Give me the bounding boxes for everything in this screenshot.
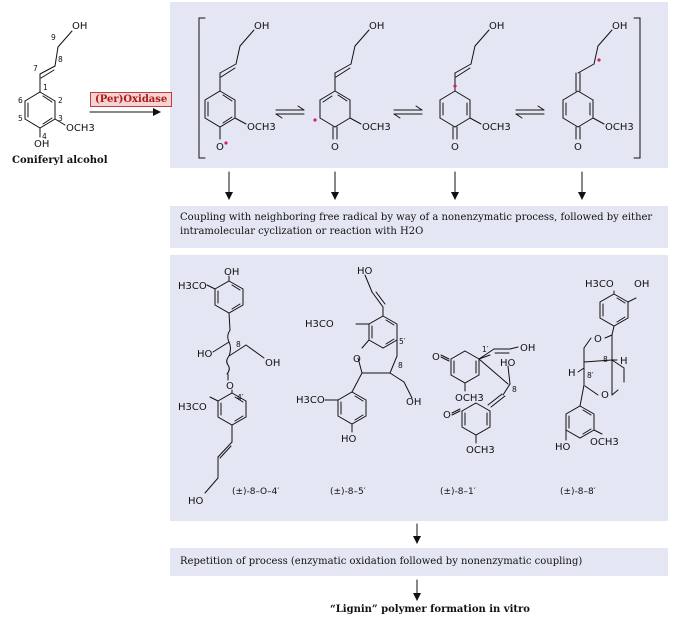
repetition-step-text: Repetition of process (enzymatic oxidati…: [180, 556, 583, 567]
radical-resonance-panel: [170, 2, 668, 168]
d3-position-1prime: 1′: [482, 345, 489, 354]
d3-allyl-hydroxyl: OH: [520, 343, 535, 354]
dimer-8-5-label: (±)-8–5′: [330, 487, 366, 497]
d4-position-8: 8: [603, 355, 608, 364]
d1-terminal-hydroxyl: HO: [188, 496, 204, 507]
coniferyl-phenol-label: OH: [34, 139, 49, 150]
d2-position-5prime: 5′: [399, 337, 406, 346]
d2-position-8: 8: [398, 361, 403, 370]
d4-upper-ring-oxygen: O: [594, 334, 602, 345]
dimer-8-1-structure: [440, 346, 519, 444]
form4-hydroxyl: OH: [612, 21, 627, 32]
d4-lower-ring-oxygen: O: [601, 390, 609, 401]
d4-left-hydrogen: H: [568, 368, 576, 379]
position-1: 1: [43, 83, 48, 92]
form3-methoxy: OCH3: [482, 122, 511, 133]
form3-hydroxyl: OH: [489, 21, 504, 32]
d1-chain-hydroxyl: OH: [265, 358, 280, 369]
equilibrium-arrow-3: [515, 105, 545, 119]
radical-dots: [224, 58, 601, 145]
d1-ether-oxygen: O: [226, 381, 234, 392]
dimer-8-5-structure: [324, 274, 413, 433]
d3-chain-hydroxyl: HO: [500, 358, 516, 369]
d1-position-8: 8: [236, 340, 241, 349]
coupling-step-text: Coupling with neighboring free radical b…: [180, 212, 653, 237]
dimer-8-O-4-label: (±)-8–O–4′: [232, 487, 279, 497]
polymer-formation-text: “Lignin” polymer formation in vitro: [330, 604, 530, 615]
form3-ketone: O: [451, 142, 459, 153]
d4-phenol-hydroxyl: HO: [555, 442, 571, 453]
left-bracket: [198, 17, 206, 159]
position-5: 5: [18, 114, 23, 123]
coniferyl-alcohol-title: Coniferyl alcohol: [12, 155, 108, 166]
position-3: 3: [58, 114, 63, 123]
repetition-step-panel: [170, 548, 668, 576]
d3-lower-methoxy: OCH3: [466, 445, 495, 456]
form2-ketone: O: [331, 142, 339, 153]
d4-top-hydroxyl: OH: [634, 279, 649, 290]
d3-lower-ketone: O: [443, 410, 451, 421]
dimer-products-panel: [170, 255, 668, 521]
equilibrium-arrow-1: [275, 105, 305, 119]
d1-top-hydroxyl: OH: [224, 267, 239, 278]
form1-phenoxy: O: [216, 142, 224, 153]
form2-hydroxyl: OH: [369, 21, 384, 32]
position-9: 9: [51, 33, 56, 42]
form2-methoxy: OCH3: [362, 122, 391, 133]
equilibrium-arrow-2: [393, 105, 423, 119]
d3-position-8: 8: [512, 385, 517, 394]
coniferyl-alcohol-structure: [24, 30, 73, 138]
radical-form-2: [319, 29, 370, 140]
d2-top-hydroxyl: HO: [357, 266, 373, 277]
radical-form-1: [204, 29, 255, 140]
d2-lower-methoxy: H3CO: [296, 395, 325, 406]
dimer-8-1-label: (±)-8–1′: [440, 487, 476, 497]
form4-methoxy: OCH3: [605, 122, 634, 133]
position-2: 2: [58, 96, 63, 105]
d1-position-4prime: 4′: [237, 393, 244, 402]
dimer-8-8-label: (±)-8–8′: [560, 487, 596, 497]
d2-methoxy: H3CO: [305, 319, 334, 330]
coniferyl-hydroxyl-label: OH: [72, 21, 87, 32]
form1-hydroxyl: OH: [254, 21, 269, 32]
position-7: 7: [33, 64, 38, 73]
position-6: 6: [18, 96, 23, 105]
d4-position-8prime: 8′: [587, 371, 594, 380]
d2-chain-hydroxyl: OH: [406, 397, 421, 408]
d4-top-methoxy: H3CO: [585, 279, 614, 290]
d2-phenol-hydroxyl: HO: [341, 434, 357, 445]
d3-upper-methoxy: OCH3: [455, 393, 484, 404]
position-8: 8: [58, 55, 63, 64]
position-4: 4: [42, 132, 47, 141]
dimer-8-O-4-structure: [204, 275, 265, 494]
form1-methoxy: OCH3: [247, 122, 276, 133]
coupling-step-panel: [170, 206, 668, 248]
d2-ring-oxygen: O: [353, 354, 361, 365]
d1-top-methoxy: H3CO: [178, 281, 207, 292]
right-bracket: [633, 17, 641, 159]
radical-form-3: [439, 29, 490, 140]
coniferyl-methoxy-label: OCH3: [66, 123, 95, 134]
radical-form-4: [562, 29, 613, 140]
d4-lower-methoxy: OCH3: [590, 437, 619, 448]
form4-ketone: O: [574, 142, 582, 153]
enzyme-label: (Per)Oxidase: [90, 92, 173, 107]
d4-right-hydrogen: H: [620, 356, 628, 367]
d1-side-hydroxyl: HO: [197, 349, 213, 360]
dimer-8-8-structure: [565, 290, 637, 441]
d3-upper-ketone: O: [432, 352, 440, 363]
d1-lower-methoxy: H3CO: [178, 402, 207, 413]
